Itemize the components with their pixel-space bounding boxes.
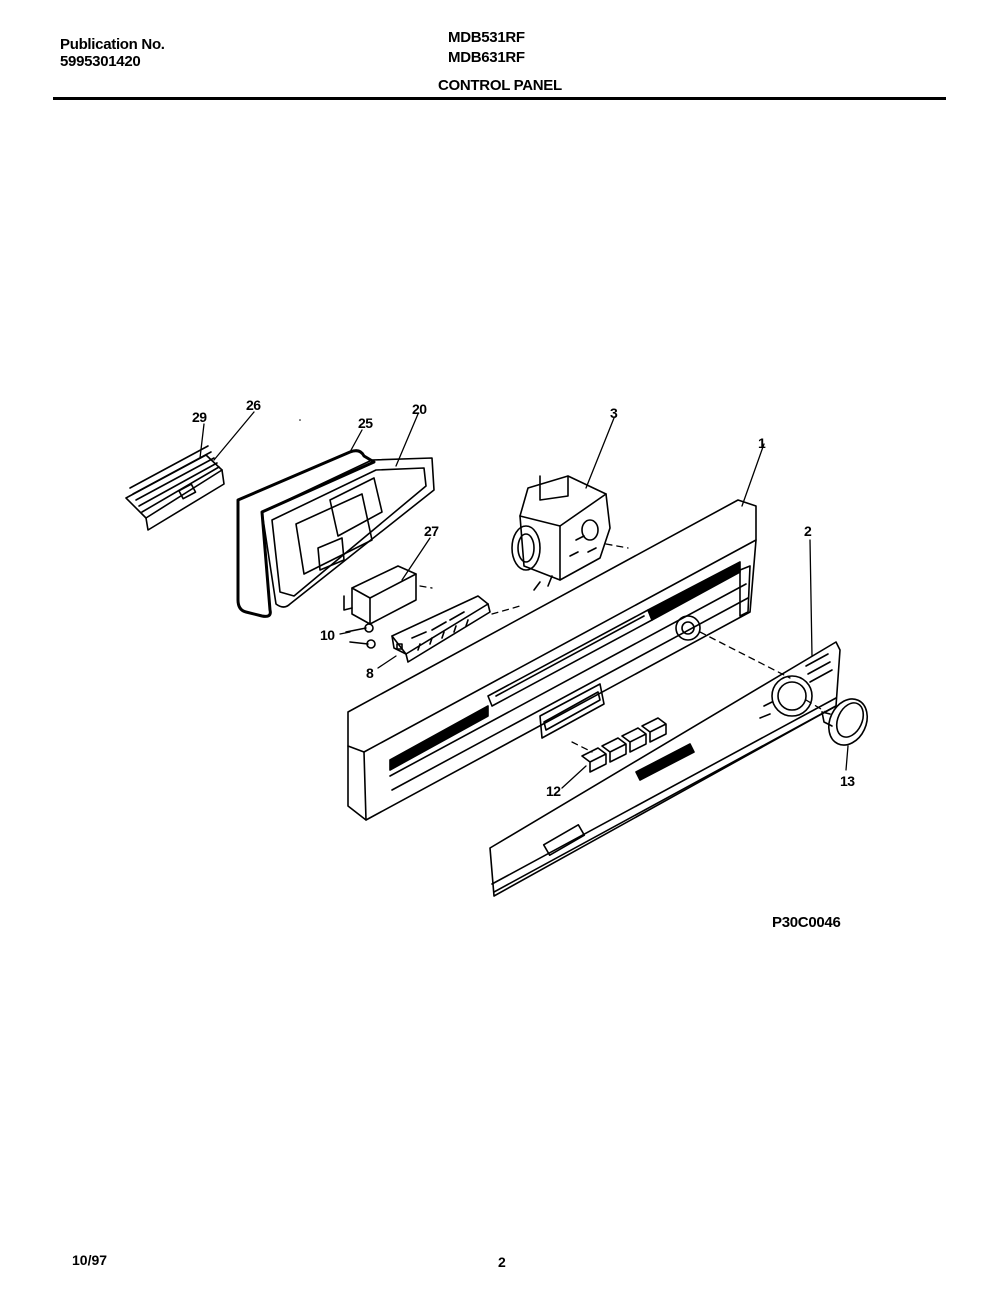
callout-3: 3 (610, 405, 618, 421)
leader-12 (561, 765, 587, 789)
callout-labels: 29 26 25 20 27 10 8 3 1 2 13 12 (192, 397, 856, 799)
part-1-control-console (347, 499, 757, 821)
page-number: 2 (498, 1254, 506, 1270)
callout-12: 12 (546, 783, 561, 799)
leader-25 (349, 429, 363, 453)
part-3-timer (511, 475, 611, 591)
callout-1: 1 (758, 435, 766, 451)
leader-29 (199, 423, 205, 459)
callout-20: 20 (412, 401, 427, 417)
part-13-knob (821, 698, 869, 746)
part-27-box-component (343, 565, 417, 625)
publication-number: 5995301420 (60, 53, 141, 70)
leader-27 (401, 537, 431, 581)
publication-label: Publication No. (60, 36, 165, 53)
leader-20 (395, 413, 419, 467)
callout-25: 25 (358, 415, 373, 431)
header-rule (53, 97, 946, 100)
part-8-switch-bracket (391, 595, 491, 663)
section-title: CONTROL PANEL (438, 77, 562, 94)
figure-code: P30C0046 (772, 914, 841, 931)
footer-date: 10/97 (72, 1252, 108, 1268)
leader-10 (339, 631, 351, 635)
callout-13: 13 (840, 773, 855, 789)
model-number-2: MDB631RF (448, 49, 525, 66)
leader-8 (377, 655, 397, 669)
part-20-panel-cover (261, 419, 435, 608)
callout-8: 8 (366, 665, 374, 681)
callout-26: 26 (246, 397, 261, 413)
part-10-screws (345, 623, 376, 649)
model-number-1: MDB531RF (448, 29, 525, 46)
leader-lines (199, 411, 849, 789)
callout-29: 29 (192, 409, 207, 425)
leader-1 (741, 443, 765, 507)
assembly-lines (419, 543, 827, 753)
leader-26 (213, 411, 255, 461)
leader-13 (845, 745, 849, 771)
leader-2 (809, 539, 813, 657)
part-2-panel-overlay (489, 641, 841, 897)
callout-2: 2 (804, 523, 812, 539)
callout-27: 27 (424, 523, 439, 539)
callout-10: 10 (320, 627, 335, 643)
leader-3 (585, 417, 615, 489)
part-29-wire-harness (125, 445, 225, 531)
part-12-push-buttons (581, 717, 667, 773)
part-25-gasket (236, 449, 376, 618)
